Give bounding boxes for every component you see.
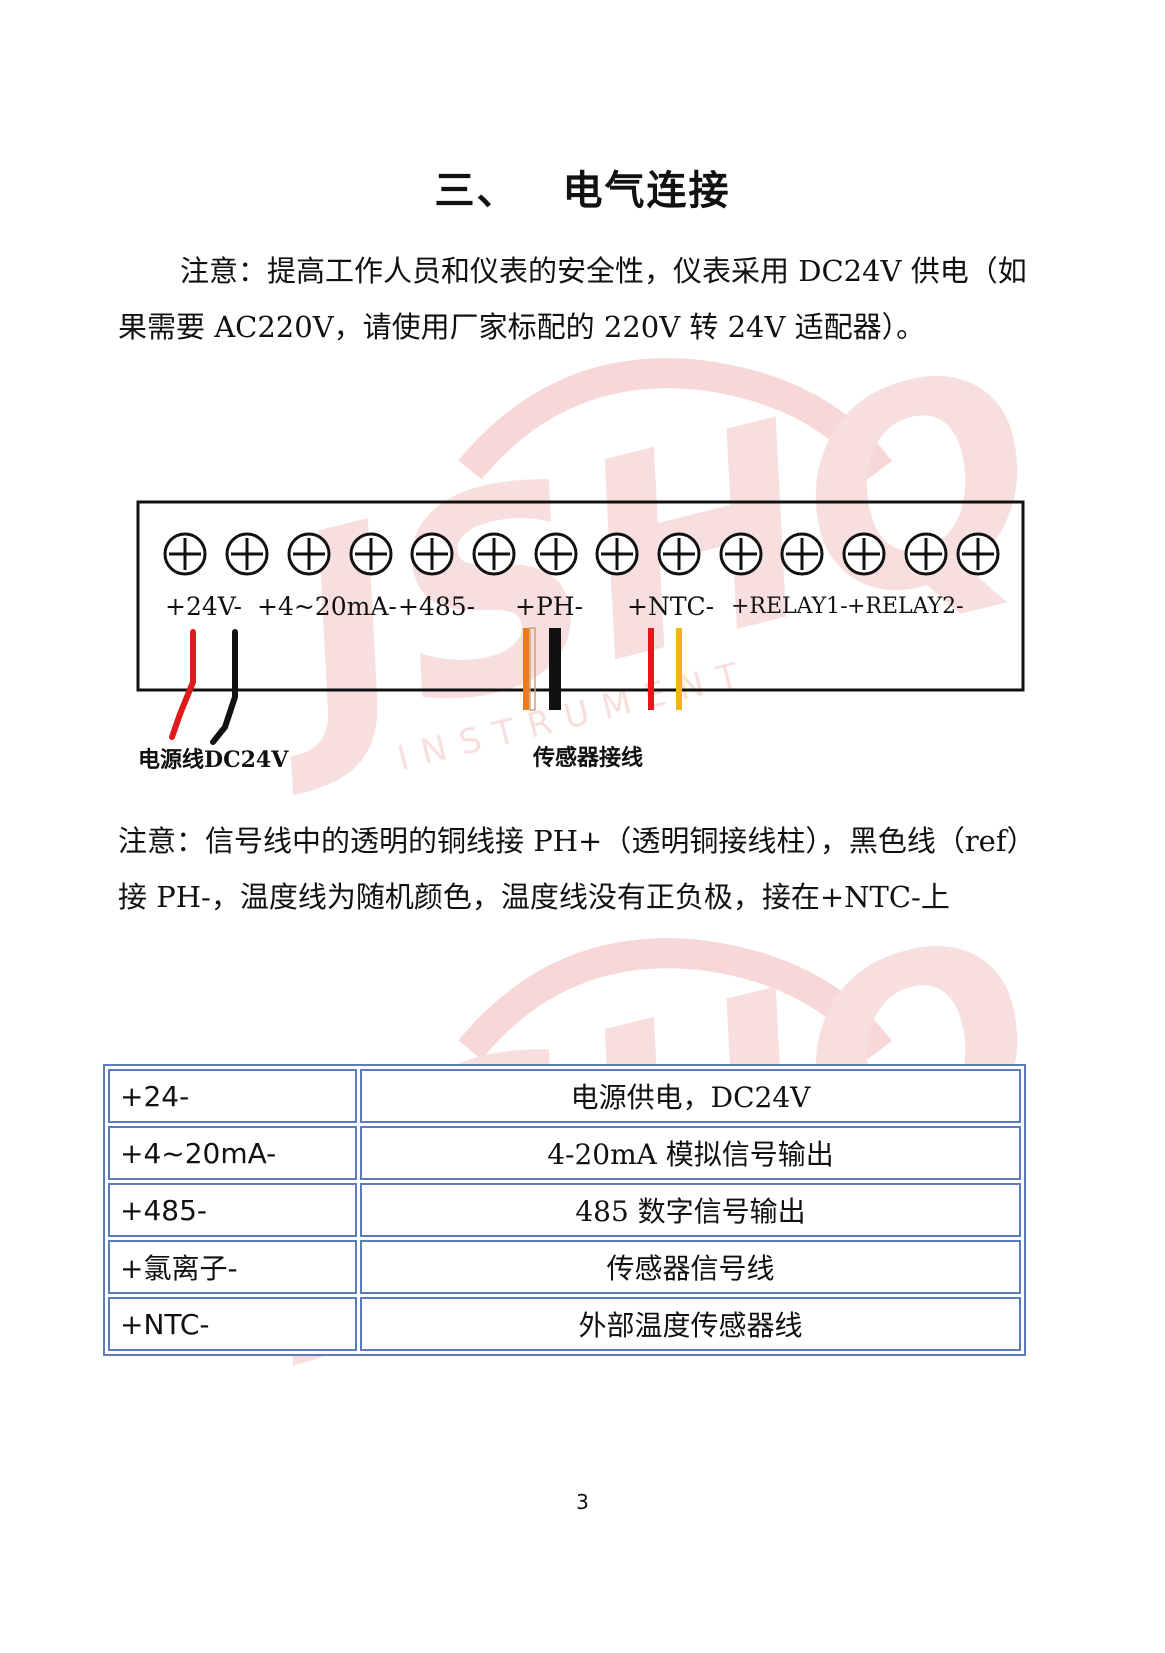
wiring-diagram: +24V- +4~20mA- +485- +PH- +NTC- +RELAY1-… (125, 492, 1045, 786)
table-row: +NTC- 外部温度传感器线 (108, 1297, 1021, 1351)
terminal-function-table: +24- 电源供电，DC24V +4~20mA- 4-20mA 模拟信号输出 +… (103, 1064, 1026, 1356)
sensor-wire-black (549, 628, 561, 710)
terminal-label-ntc: +NTC- (627, 592, 715, 621)
terminal-cell: +氯离子- (108, 1240, 357, 1294)
terminal-label-relay2: +RELAY2- (847, 594, 964, 619)
terminal-label-485: +485- (398, 592, 476, 621)
screw-terminal (287, 532, 331, 576)
power-wire-caption: 电源线DC24V (138, 747, 289, 773)
screw-terminals (163, 532, 1000, 576)
sensor-wire-transparent (523, 628, 529, 710)
page-number: 3 (576, 1490, 589, 1514)
power-wire-black (210, 629, 238, 745)
power-wire-red (169, 629, 196, 740)
terminal-cell: +485- (108, 1183, 357, 1237)
screw-terminal (472, 532, 516, 576)
terminal-cell: +NTC- (108, 1297, 357, 1351)
ntc-wire-red (648, 628, 654, 710)
terminal-cell: +24- (108, 1069, 357, 1123)
table-row: +4~20mA- 4-20mA 模拟信号输出 (108, 1126, 1021, 1180)
table-row: +24- 电源供电，DC24V (108, 1069, 1021, 1123)
table-row: +485- 485 数字信号输出 (108, 1183, 1021, 1237)
section-title: 三、 电气连接 (0, 158, 1165, 216)
terminal-label-4-20ma: +4~20mA- (257, 592, 397, 621)
section-heading: 电气连接 (562, 168, 731, 214)
sensor-note: 注意：信号线中的透明的铜线接 PH+（透明铜接线柱），黑色线（ref）接 PH-… (118, 824, 1036, 914)
screw-terminal (534, 532, 578, 576)
screw-terminal (163, 532, 207, 576)
power-note: 注意：提高工作人员和仪表的安全性，仪表采用 DC24V 供电（如果需要 AC22… (118, 254, 1027, 344)
screw-terminal (956, 532, 1000, 576)
ntc-wire-yellow (676, 628, 682, 710)
terminal-block (136, 500, 1025, 692)
screw-terminal (780, 532, 824, 576)
sensor-wire-caption: 传感器接线 (533, 745, 644, 771)
screw-terminal (595, 532, 639, 576)
screw-terminal (719, 532, 763, 576)
sensor-wire-transparent-outline (529, 627, 536, 711)
terminal-cell: +4~20mA- (108, 1126, 357, 1180)
screw-terminal (410, 532, 454, 576)
section-number: 三、 (434, 168, 519, 214)
function-cell: 485 数字信号输出 (360, 1183, 1021, 1237)
function-cell: 外部温度传感器线 (360, 1297, 1021, 1351)
terminal-block-svg (136, 500, 1025, 745)
table-row: +氯离子- 传感器信号线 (108, 1240, 1021, 1294)
screw-terminal (657, 532, 701, 576)
function-cell: 传感器信号线 (360, 1240, 1021, 1294)
function-cell: 4-20mA 模拟信号输出 (360, 1126, 1021, 1180)
terminal-label-24v: +24V- (165, 592, 242, 621)
terminal-label-ph: +PH- (515, 592, 584, 621)
screw-terminal (842, 532, 886, 576)
screw-terminal (904, 532, 948, 576)
screw-terminal (349, 532, 393, 576)
function-cell: 电源供电，DC24V (360, 1069, 1021, 1123)
terminal-label-relay1: +RELAY1- (731, 594, 848, 619)
screw-terminal (225, 532, 269, 576)
